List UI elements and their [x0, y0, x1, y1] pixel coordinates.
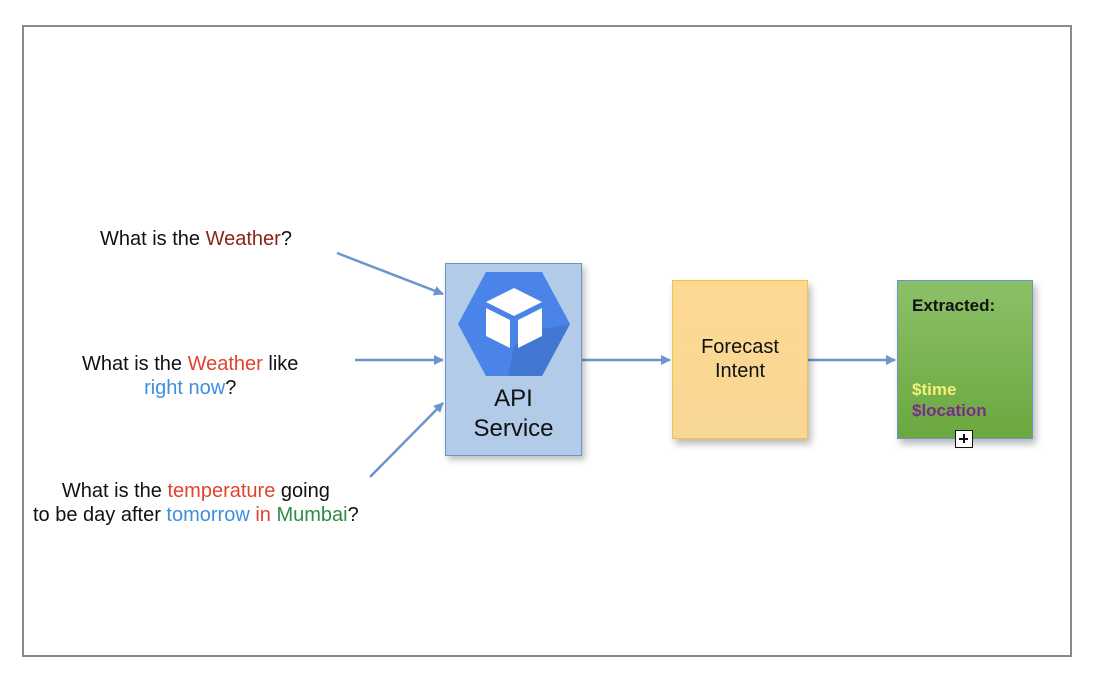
keyword-time: right now: [144, 377, 226, 399]
question-weather: What is the Weather?: [100, 227, 292, 251]
extracted-title: Extracted:: [912, 296, 996, 315]
api-service-hexagon-icon: [458, 272, 570, 376]
question-text: like: [262, 353, 299, 375]
extracted-var-location: $location: [912, 401, 987, 420]
arrow-q3-to-api: [369, 402, 444, 478]
keyword-temperature: temperature: [167, 480, 276, 502]
question-text: What is the: [82, 353, 188, 375]
question-weather-right-now: What is the Weather like right now?: [82, 352, 298, 400]
question-text: to be day after: [33, 504, 167, 526]
keyword-time: tomorrow: [166, 504, 250, 526]
api-label-line1: API: [494, 385, 533, 412]
keyword-in: in: [255, 504, 271, 526]
api-label-line2: Service: [473, 415, 554, 442]
question-text: What is the: [100, 228, 206, 250]
forecast-intent-box[interactable]: Forecast Intent: [672, 280, 808, 439]
forecast-label-line2: Intent: [714, 360, 766, 382]
plus-box-icon[interactable]: [955, 430, 973, 448]
question-temperature-mumbai: What is the temperature going to be day …: [33, 479, 359, 527]
forecast-label-line1: Forecast: [701, 336, 779, 358]
question-text: What is the: [61, 480, 168, 502]
api-service-box[interactable]: API Service: [445, 263, 582, 456]
arrow-q1-to-api: [336, 251, 444, 296]
extracted-box[interactable]: Extracted: $time $location: [897, 280, 1033, 439]
question-text: going: [275, 480, 330, 502]
extracted-var-time: $time: [912, 380, 957, 399]
question-punct: ?: [280, 228, 292, 250]
question-punct: ?: [225, 377, 237, 399]
keyword-weather: Weather: [187, 353, 263, 375]
keyword-location: Mumbai: [276, 504, 348, 526]
question-punct: ?: [347, 504, 359, 526]
keyword-weather: Weather: [205, 228, 281, 250]
